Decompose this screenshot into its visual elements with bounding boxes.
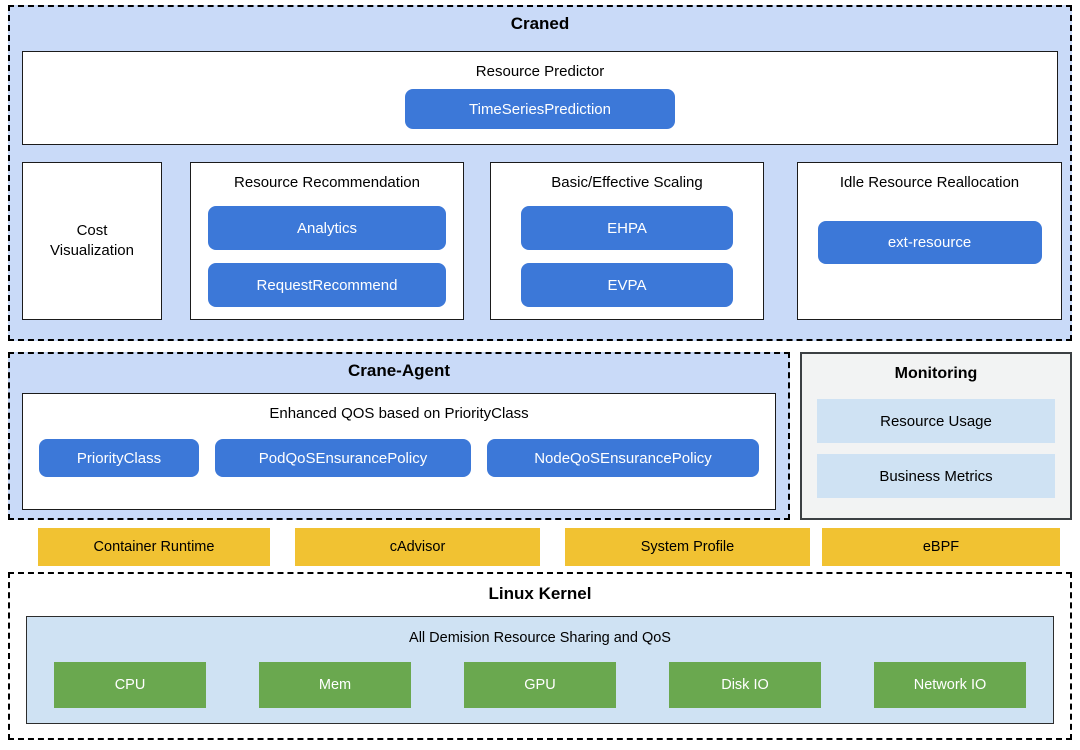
kernel-resource-row: CPU Mem GPU Disk IO Network IO bbox=[27, 662, 1053, 708]
cost-visualization-label: Cost Visualization bbox=[50, 221, 134, 259]
system-profile-bar: System Profile bbox=[565, 528, 810, 566]
craned-title: Craned bbox=[510, 14, 570, 33]
qos-chip-row: PriorityClass PodQoSEnsurancePolicy Node… bbox=[23, 439, 775, 477]
container-runtime-bar: Container Runtime bbox=[38, 528, 270, 566]
network-io-box: Network IO bbox=[874, 662, 1026, 708]
cpu-box: CPU bbox=[54, 662, 206, 708]
resource-predictor-label: Resource Predictor bbox=[475, 63, 605, 80]
timeseriesprediction-chip: TimeSeriesPrediction bbox=[405, 89, 675, 129]
enhanced-qos-box: Enhanced QOS based on PriorityClass Prio… bbox=[22, 393, 776, 510]
ehpa-chip: EHPA bbox=[521, 206, 733, 250]
resource-recommendation-title: Resource Recommendation bbox=[234, 174, 420, 191]
idle-resource-reallocation-box: Idle Resource Reallocation ext-resource bbox=[797, 162, 1062, 320]
evpa-chip: EVPA bbox=[521, 263, 733, 307]
basic-effective-scaling-title: Basic/Effective Scaling bbox=[551, 174, 703, 191]
cost-visualization-box: Cost Visualization bbox=[22, 162, 162, 320]
resource-recommendation-box: Resource Recommendation Analytics Reques… bbox=[190, 162, 464, 320]
idle-resource-reallocation-title: Idle Resource Reallocation bbox=[839, 174, 1020, 191]
priorityclass-chip: PriorityClass bbox=[39, 439, 199, 477]
resource-sharing-label: All Demision Resource Sharing and QoS bbox=[409, 630, 671, 646]
crane-agent-title: Crane-Agent bbox=[347, 361, 450, 380]
linux-kernel-title: Linux Kernel bbox=[488, 584, 592, 603]
resource-sharing-box: All Demision Resource Sharing and QoS CP… bbox=[26, 616, 1054, 724]
resource-predictor-box: Resource Predictor TimeSeriesPrediction bbox=[22, 51, 1058, 145]
analytics-chip: Analytics bbox=[208, 206, 446, 250]
craned-section: Craned Resource Predictor TimeSeriesPred… bbox=[8, 5, 1072, 341]
business-metrics-item: Business Metrics bbox=[817, 454, 1055, 498]
monitoring-section: Monitoring Resource Usage Business Metri… bbox=[800, 352, 1072, 520]
cadvisor-bar: cAdvisor bbox=[295, 528, 540, 566]
linux-kernel-section: Linux Kernel All Demision Resource Shari… bbox=[8, 572, 1072, 740]
nodeqosensurancepolicy-chip: NodeQoSEnsurancePolicy bbox=[487, 439, 759, 477]
resource-usage-item: Resource Usage bbox=[817, 399, 1055, 443]
enhanced-qos-label: Enhanced QOS based on PriorityClass bbox=[269, 405, 529, 422]
crane-agent-section: Crane-Agent Enhanced QOS based on Priori… bbox=[8, 352, 790, 520]
mem-box: Mem bbox=[259, 662, 411, 708]
monitoring-title: Monitoring bbox=[894, 365, 978, 382]
gpu-box: GPU bbox=[464, 662, 616, 708]
disk-io-box: Disk IO bbox=[669, 662, 821, 708]
requestrecommend-chip: RequestRecommend bbox=[208, 263, 446, 307]
podqosensurancepolicy-chip: PodQoSEnsurancePolicy bbox=[215, 439, 471, 477]
ebpf-bar: eBPF bbox=[822, 528, 1060, 566]
ext-resource-chip: ext-resource bbox=[817, 221, 1042, 264]
basic-effective-scaling-box: Basic/Effective Scaling EHPA EVPA bbox=[490, 162, 764, 320]
